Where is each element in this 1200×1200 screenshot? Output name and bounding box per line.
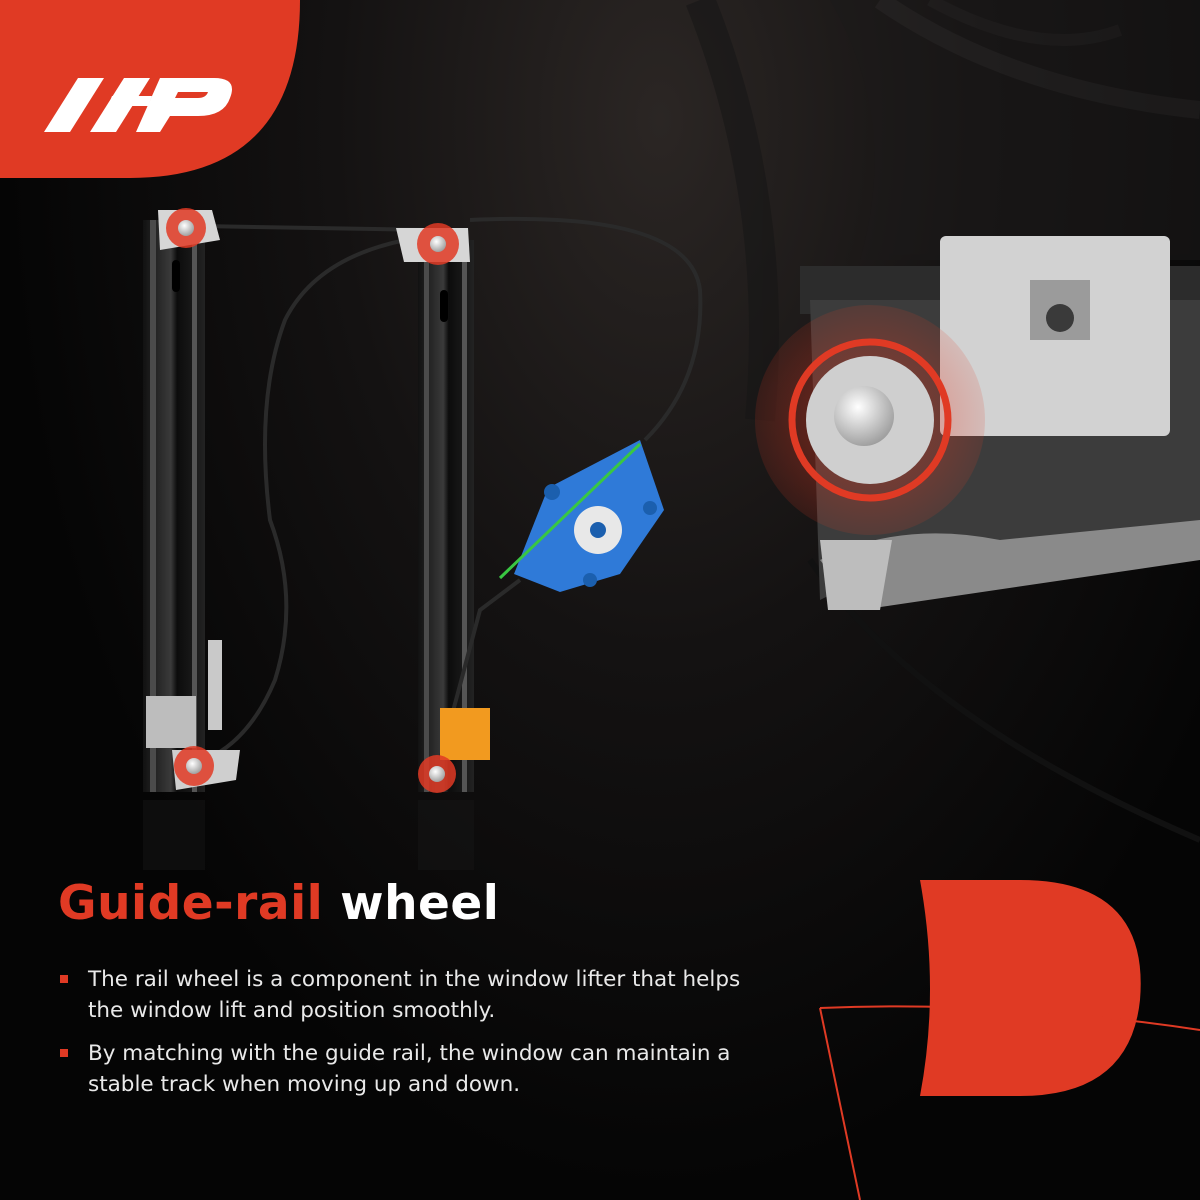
square-bullet-icon (60, 1049, 68, 1057)
window-regulator-bracket (498, 440, 664, 592)
square-bullet-icon (60, 975, 68, 983)
page-title: Guide-rail wheel (58, 876, 499, 931)
title-plain: wheel (340, 876, 500, 931)
feature-text: The rail wheel is a component in the win… (88, 967, 741, 1023)
feature-list: The rail wheel is a component in the win… (60, 964, 760, 1112)
brand-d-shape-icon (819, 880, 1200, 1200)
rail-wheel-top-left (158, 208, 220, 250)
car-interior-background (686, 0, 1200, 422)
right-guide-rail (418, 240, 474, 870)
rail-wheel-bottom-right (418, 708, 490, 793)
title-accent: Guide-rail (58, 876, 324, 931)
ap-logo-icon (0, 0, 300, 178)
feature-text: By matching with the guide rail, the win… (88, 1041, 731, 1097)
wheel-detail-closeup (755, 236, 1200, 610)
feature-item: By matching with the guide rail, the win… (60, 1038, 760, 1100)
rail-wheel-bottom-left (146, 696, 240, 790)
feature-item: The rail wheel is a component in the win… (60, 964, 760, 1026)
rail-wheel-top-right (396, 223, 470, 265)
